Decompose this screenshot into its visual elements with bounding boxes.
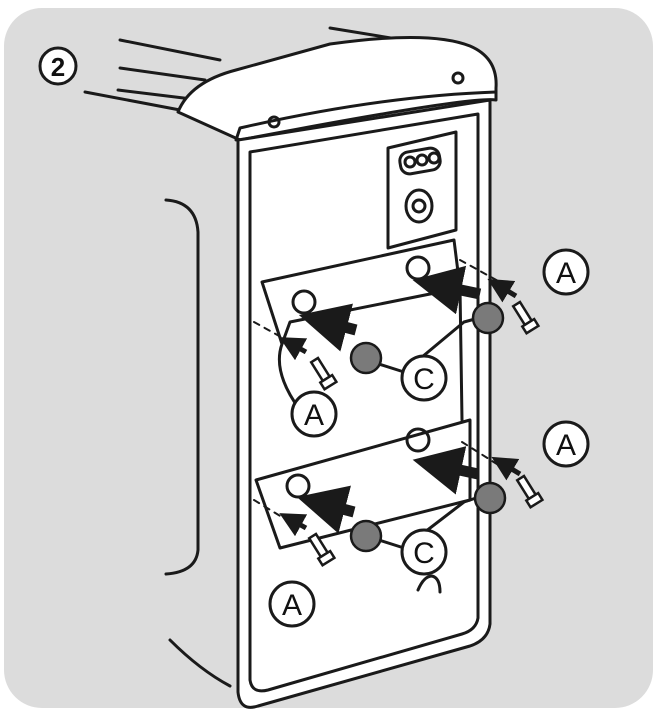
arrow-screw-lower-left	[279, 513, 308, 537]
top-screw-left	[267, 115, 281, 129]
arrow-screw-upper-right	[487, 278, 518, 303]
callout-c-upper: C	[413, 363, 435, 396]
arrow-screw-lower-right	[491, 456, 522, 481]
callout-a-lower-right: A	[556, 429, 576, 462]
upper-opening	[260, 238, 462, 346]
screw-upper-right	[511, 300, 541, 336]
arrow-lower-left-hole	[296, 485, 356, 534]
callout-a-upper-right-circle	[542, 248, 590, 296]
callout-c-lower-circle	[400, 528, 448, 576]
step-number-badge	[38, 46, 78, 86]
screws	[307, 300, 545, 568]
side-frame-curve	[164, 198, 200, 576]
guide-line-upper-left	[253, 321, 291, 343]
callout-a-upper-left-circle	[290, 390, 338, 438]
callout-a-lower-left: A	[282, 589, 302, 622]
control-box	[386, 130, 458, 250]
callout-c-upper-circle	[400, 354, 448, 402]
unit-top-lines	[83, 26, 442, 112]
callout-a-lower-left-circle	[268, 580, 316, 628]
callout-a-lower-right-circle	[542, 420, 590, 468]
screw-upper-left	[309, 356, 339, 392]
plug-upper-left	[349, 341, 383, 375]
screw-lower-right	[515, 474, 545, 510]
arrow-lower-right-hole	[412, 446, 480, 495]
top-screw-right	[451, 71, 465, 85]
arrow-upper-right-hole	[412, 265, 482, 315]
plugs	[349, 301, 507, 553]
unit-inner-border	[248, 112, 480, 693]
plug-lower-right	[473, 481, 507, 515]
callout-a-upper-left: A	[304, 399, 324, 432]
control-knob	[404, 188, 434, 224]
guide-line-upper-right	[459, 259, 501, 283]
callout-c-lower: C	[413, 537, 435, 570]
plug-lower-left	[349, 519, 383, 553]
callout-a-upper-right: A	[556, 257, 576, 290]
plug-upper-right	[471, 301, 505, 335]
step-number: 2	[51, 52, 65, 82]
unit-top-cap	[176, 36, 498, 142]
arrow-screw-upper-left	[279, 337, 308, 361]
screw-lower-left	[307, 532, 337, 568]
arrow-upper-left-hole	[298, 303, 358, 352]
